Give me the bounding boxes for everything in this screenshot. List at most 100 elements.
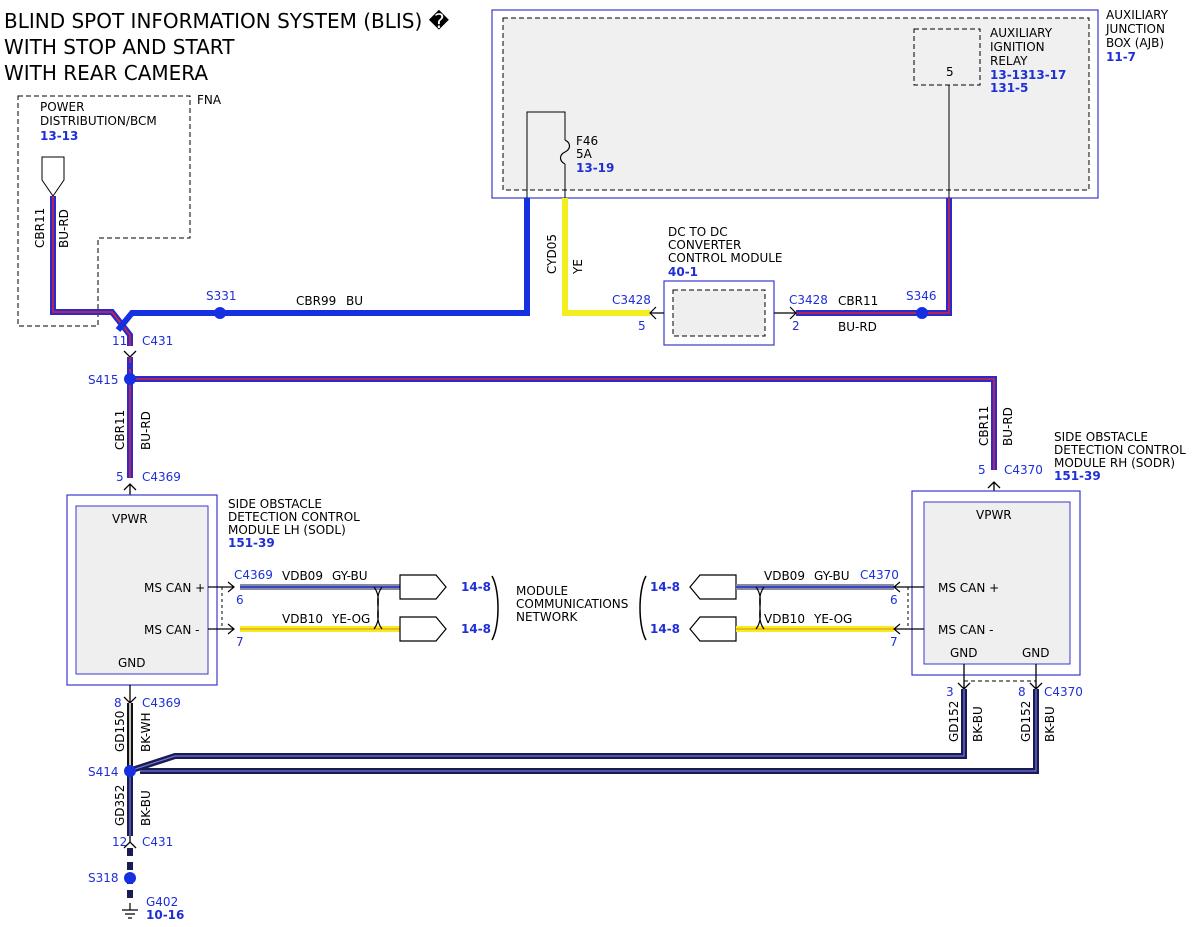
sodl-gnd: GND	[118, 656, 146, 670]
ajb-inner	[502, 17, 1090, 191]
pin-c431-bot: 12	[112, 835, 127, 849]
network-label-1: MODULE	[516, 584, 568, 598]
wire-cbr11-bcm-stripe	[52, 196, 131, 346]
label-s346: S346	[906, 289, 937, 303]
c4369-gnd-connector-icon	[123, 685, 137, 704]
label-c4369-can: C4369	[234, 568, 273, 582]
dcdc-label-3: CONTROL MODULE	[668, 251, 783, 265]
sodr-can-lo: MS CAN -	[938, 623, 994, 637]
label-bk-bu-b: BK-BU	[1043, 706, 1057, 742]
label-ye: YE	[571, 259, 585, 275]
pin-c4369-can-hi: 6	[236, 593, 244, 607]
label-cbr11-sodr: CBR11	[977, 406, 991, 446]
label-bu-rd-bcm: BU-RD	[57, 209, 71, 248]
dcdc-ref: 40-1	[668, 265, 698, 279]
sodr-can-hi: MS CAN +	[938, 581, 999, 595]
c431-top-connector-icon	[123, 350, 137, 358]
pin-c4369-gnd: 8	[114, 696, 122, 710]
fna-label: FNA	[197, 93, 222, 107]
label-s415: S415	[88, 373, 119, 387]
sodr-vpwr: VPWR	[976, 508, 1012, 522]
label-s414: S414	[88, 765, 119, 779]
c4369-vpwr-connector-icon	[123, 483, 137, 495]
label-c4370-top: C4370	[1004, 463, 1043, 477]
label-gd150: GD150	[113, 711, 127, 752]
c4369-can-lo-connector-icon	[208, 623, 235, 635]
sodr-ref: 151-39	[1054, 469, 1101, 483]
right-twisted-pair-icon	[755, 586, 765, 630]
c4369-can-hi-connector-icon	[208, 581, 235, 593]
sodl-vpwr: VPWR	[112, 512, 148, 526]
label-bu-rd-left: BU-RD	[139, 411, 153, 450]
label-cyd05: CYD05	[545, 234, 559, 274]
pin-c4370-top: 5	[978, 463, 986, 477]
splice-s414	[124, 765, 136, 777]
ajb-internal-wire	[526, 111, 566, 198]
label-bk-bu-a: BK-BU	[971, 706, 985, 742]
ajb-label-3: BOX (AJB)	[1106, 36, 1164, 50]
wire-s415-right-stripe	[130, 378, 995, 470]
label-c4369-top: C4369	[142, 470, 181, 484]
label-gy-bu-left: GY-BU	[332, 569, 368, 583]
label-c431-top: C431	[142, 334, 173, 348]
ref-rh-can-lo: 14-8	[650, 622, 680, 636]
pin-c431-top: 11	[112, 334, 127, 348]
splice-s415	[124, 373, 136, 385]
dcdc-label-1: DC TO DC	[668, 225, 728, 239]
aux-relay-label-1: AUXILIARY	[990, 26, 1053, 40]
c4370-can-hi-connector-icon	[893, 581, 924, 593]
sodr-label-1: SIDE OBSTACLE	[1054, 430, 1148, 444]
ref-rh-can-hi: 14-8	[650, 580, 680, 594]
ajb-outline	[491, 9, 1099, 199]
label-c4370-can: C4370	[860, 568, 899, 582]
power-dist-label-2: DISTRIBUTION/BCM	[40, 114, 157, 128]
ground-name: G402	[146, 895, 178, 909]
sodl-can-hi: MS CAN +	[144, 581, 205, 595]
ajb-label-1: AUXILIARY	[1106, 8, 1169, 22]
label-ye-og-right: YE-OG	[813, 612, 852, 626]
title-line-3: WITH REAR CAMERA	[4, 61, 208, 85]
label-gd152-a: GD152	[947, 701, 961, 742]
fuse-rating: 5A	[576, 147, 593, 161]
c4370-can-lo-connector-icon	[893, 623, 924, 635]
label-ye-og-left: YE-OG	[331, 612, 370, 626]
label-bu-rd-sodr: BU-RD	[1001, 407, 1015, 446]
wire-gd152-stripe	[131, 689, 1037, 772]
dcdc-left-connector-icon	[649, 306, 664, 320]
splice-s331	[214, 307, 226, 319]
sodl-can-lo: MS CAN -	[144, 623, 200, 637]
aux-relay-pin: 5	[946, 65, 954, 79]
label-cbr11-relay: CBR11	[838, 294, 878, 308]
fuse-icon	[559, 139, 571, 165]
dcdc-module-inner	[672, 289, 766, 337]
label-vdb09-right: VDB09	[764, 569, 805, 583]
sodr-gnd-a: GND	[950, 646, 978, 660]
aux-relay-ref-3: 131-5	[990, 81, 1028, 95]
left-can-lo-terminal-icon	[399, 616, 447, 642]
label-cbr11-left: CBR11	[113, 410, 127, 450]
label-vdb10-left: VDB10	[282, 612, 323, 626]
dcdc-right-connector-icon	[774, 306, 797, 320]
label-bk-wh: BK-WH	[139, 712, 153, 752]
label-bu-rd-relay: BU-RD	[838, 320, 877, 334]
aux-relay-ref-1: 13-13	[990, 68, 1028, 82]
power-dist-ref: 13-13	[40, 129, 78, 143]
splice-s346	[916, 307, 928, 319]
sodl-label-2: DETECTION CONTROL	[228, 510, 360, 524]
wire-cyd05	[562, 198, 650, 316]
label-gy-bu-right: GY-BU	[814, 569, 850, 583]
label-cbr99: CBR99	[296, 294, 336, 308]
network-label-3: NETWORK	[516, 610, 579, 624]
pin-c4369-top: 5	[116, 470, 124, 484]
ground-ref: 10-16	[146, 908, 184, 922]
dcdc-left-pin: 5	[638, 319, 646, 333]
sodl-label-1: SIDE OBSTACLE	[228, 497, 322, 511]
ref-lh-can-hi: 14-8	[461, 580, 491, 594]
sodr-module-inner	[923, 501, 1071, 665]
dcdc-left-connector: C3428	[612, 293, 651, 307]
splice-s318	[124, 872, 136, 884]
dcdc-right-pin: 2	[792, 319, 800, 333]
sodr-label-2: DETECTION CONTROL	[1054, 443, 1186, 457]
sodl-ref: 151-39	[228, 536, 275, 550]
fuse-ref: 13-19	[576, 161, 614, 175]
